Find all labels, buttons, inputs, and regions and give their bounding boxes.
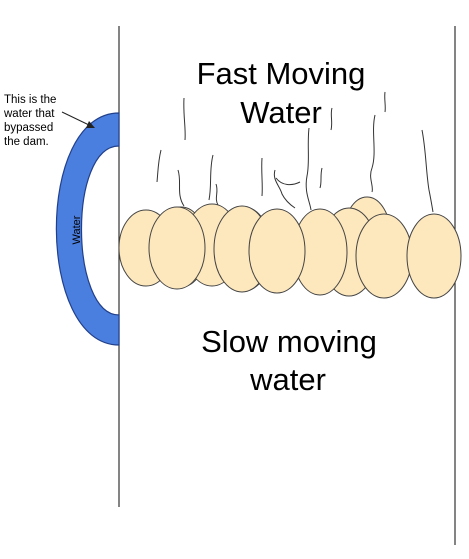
flow-line [156, 149, 162, 183]
bypass-channel [55, 112, 120, 346]
flow-line [275, 177, 301, 186]
egg-dam [118, 196, 462, 299]
flow-line [370, 114, 376, 193]
note-arrow-head [86, 121, 95, 128]
flow-line [384, 91, 386, 113]
flow-line [273, 169, 296, 209]
flow-lines [156, 91, 434, 213]
flow-line [177, 169, 185, 207]
egg [248, 208, 306, 294]
flow-line [421, 129, 434, 213]
egg [406, 213, 462, 299]
flow-line [183, 97, 186, 141]
bypass-channel-label: Water [71, 215, 83, 244]
egg [148, 206, 206, 290]
flow-line [330, 107, 333, 131]
flow-line [261, 157, 263, 197]
bypass-note-line1: This is the [4, 94, 56, 106]
note-arrow [61, 111, 90, 126]
flow-line [305, 127, 312, 211]
bypass-note-line3: bypassed [4, 122, 53, 134]
flow-line [319, 167, 323, 189]
flow-line [208, 154, 214, 201]
slow-water-label-line1: Slow moving [201, 324, 377, 359]
egg [355, 213, 413, 299]
fast-water-label-line1: Fast Moving [197, 56, 366, 91]
slow-water-label-line2: water [249, 362, 326, 397]
flow-line [215, 183, 219, 206]
bypass-note-line4: the dam. [4, 136, 49, 148]
fast-water-label-line2: Water [240, 95, 322, 130]
bypass-note-line2: water that [3, 108, 55, 120]
